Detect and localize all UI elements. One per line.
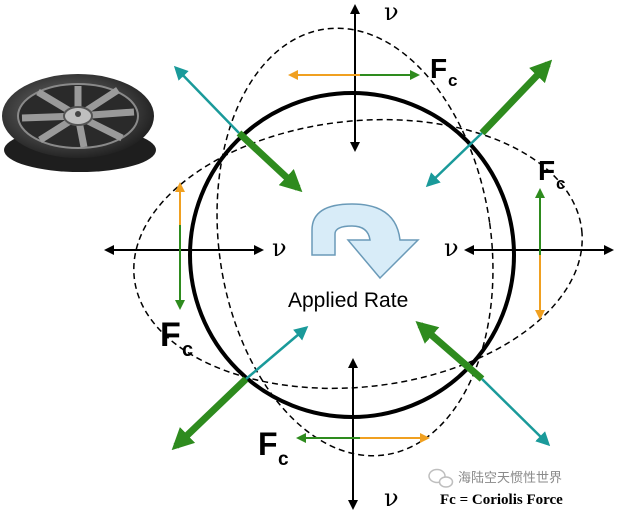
vertical-deformation-ellipse xyxy=(216,27,494,457)
legend-coriolis-force: Fc = Coriolis Force xyxy=(440,492,563,508)
watermark-text: 海陆空天惯性世界 xyxy=(458,470,562,486)
curved-rotation-arrow xyxy=(311,203,420,280)
horizontal-deformation-ellipse xyxy=(133,118,583,390)
velocity-label-top: ν xyxy=(384,0,399,26)
svg-text:c: c xyxy=(278,449,289,470)
svg-text:c: c xyxy=(182,339,193,361)
svg-text:F: F xyxy=(538,155,555,186)
node-force-arrows xyxy=(171,59,553,451)
velocity-label-bottom: ν xyxy=(384,484,399,512)
svg-text:F: F xyxy=(160,316,181,354)
coriolis-label-right: F c xyxy=(538,155,565,193)
coriolis-label-left: F c xyxy=(160,316,193,361)
coriolis-green-arrows xyxy=(175,70,545,443)
watermark: 海陆空天惯性世界 xyxy=(428,468,562,488)
velocity-label-left: ν xyxy=(272,234,287,262)
svg-text:c: c xyxy=(556,174,565,193)
coriolis-label-bottom: F c xyxy=(258,426,289,470)
svg-text:c: c xyxy=(448,71,457,90)
velocity-arrows xyxy=(104,4,614,510)
wechat-logo-icon xyxy=(428,468,454,488)
mems-ring-gyroscope-photo xyxy=(2,74,156,172)
svg-text:F: F xyxy=(430,53,447,84)
coriolis-label-top: F c xyxy=(430,53,457,90)
velocity-label-right: ν xyxy=(444,234,459,262)
svg-text:F: F xyxy=(258,426,278,462)
coriolis-orange-arrows xyxy=(175,70,545,443)
applied-rate-label: Applied Rate xyxy=(288,289,408,312)
